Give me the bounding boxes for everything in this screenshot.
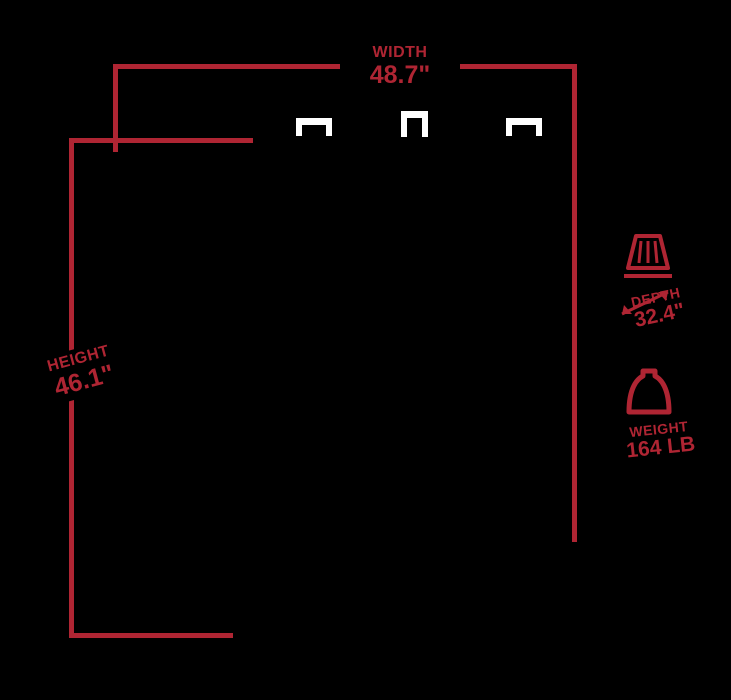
handle-mark-right: [506, 118, 542, 136]
handle-mark-left: [296, 118, 332, 136]
height-line-top-horizontal: [69, 138, 253, 143]
width-label: WIDTH: [372, 44, 428, 61]
weight-kettle-icon: [620, 366, 678, 418]
grill-depth-icon: [616, 232, 680, 290]
width-line-right-vertical: [572, 64, 577, 542]
width-line-right-horizontal: [443, 64, 577, 69]
width-value: 48.7": [369, 60, 431, 89]
width-line-left-vertical: [113, 64, 118, 152]
width-line-left-horizontal: [113, 64, 353, 69]
height-dimension-text: HEIGHT 46.1": [13, 332, 151, 413]
height-line-bottom-horizontal: [69, 633, 233, 638]
handle-mark-middle: [401, 111, 428, 137]
diagonal-depth-arrow-icon: [610, 284, 680, 320]
weight-dimension-text: WEIGHT 164 LB: [600, 416, 719, 465]
width-dimension-text: WIDTH 48.7": [340, 42, 460, 92]
